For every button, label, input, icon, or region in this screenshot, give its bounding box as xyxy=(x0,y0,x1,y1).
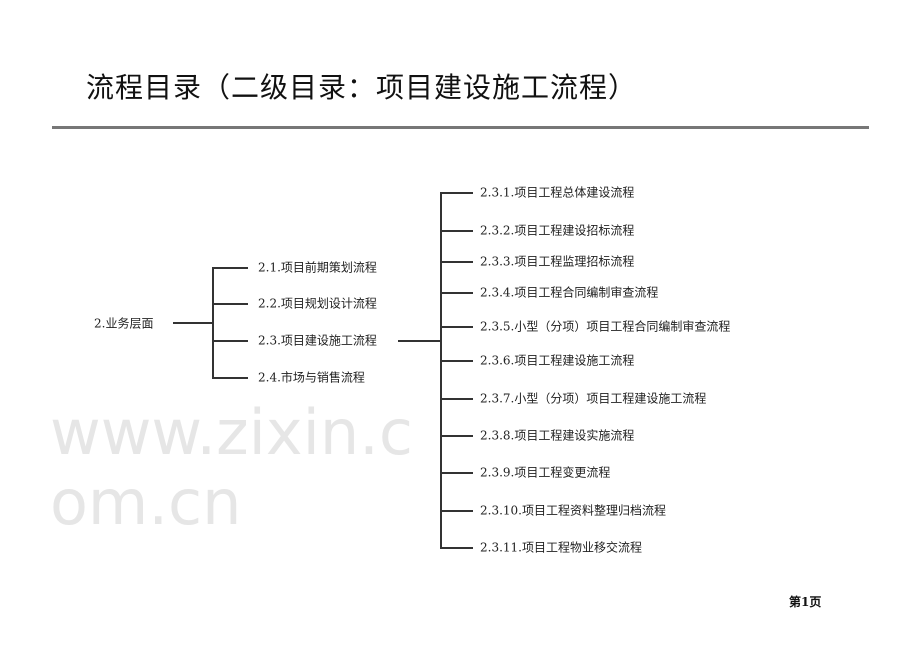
connector-line xyxy=(173,322,213,324)
tree-node-level3[interactable]: 2.3.5.小型（分项）项目工程合同编制审查流程 xyxy=(480,319,731,334)
connector-line xyxy=(212,267,248,269)
tree-node-level3[interactable]: 2.3.1.项目工程总体建设流程 xyxy=(480,185,635,200)
connector-line xyxy=(398,340,440,342)
tree-node-level3[interactable]: 2.3.7.小型（分项）项目工程建设施工流程 xyxy=(480,391,707,406)
tree-node-level2[interactable]: 2.4.市场与销售流程 xyxy=(258,370,365,385)
page-number: 第1页 xyxy=(789,595,822,609)
connector-line xyxy=(440,261,473,263)
connector-line xyxy=(212,267,214,378)
watermark: www.zixin.com.cn xyxy=(50,396,413,539)
connector-line xyxy=(440,326,473,328)
tree-node-level3[interactable]: 2.3.4.项目工程合同编制审查流程 xyxy=(480,285,659,300)
connector-line xyxy=(440,230,473,232)
tree-node-root[interactable]: 2.业务层面 xyxy=(94,316,154,331)
tree-node-level2[interactable]: 2.3.项目建设施工流程 xyxy=(258,333,377,348)
page-title: 流程目录（二级目录：项目建设施工流程） xyxy=(86,71,638,104)
connector-line xyxy=(440,435,473,437)
tree-node-level3[interactable]: 2.3.2.项目工程建设招标流程 xyxy=(480,223,635,238)
connector-line xyxy=(440,472,473,474)
connector-line xyxy=(440,398,473,400)
connector-line xyxy=(212,377,248,379)
tree-node-level2[interactable]: 2.1.项目前期策划流程 xyxy=(258,260,377,275)
connector-line xyxy=(440,360,473,362)
tree-node-level2[interactable]: 2.2.项目规划设计流程 xyxy=(258,296,377,311)
connector-line xyxy=(440,292,473,294)
tree-node-level3[interactable]: 2.3.11.项目工程物业移交流程 xyxy=(480,540,642,555)
connector-line xyxy=(440,547,473,549)
connector-line xyxy=(440,192,442,548)
tree-node-level3[interactable]: 2.3.10.项目工程资料整理归档流程 xyxy=(480,503,666,518)
tree-node-level3[interactable]: 2.3.9.项目工程变更流程 xyxy=(480,465,611,480)
tree-node-level3[interactable]: 2.3.6.项目工程建设施工流程 xyxy=(480,353,635,368)
tree-node-level3[interactable]: 2.3.3.项目工程监理招标流程 xyxy=(480,254,635,269)
connector-line xyxy=(440,192,473,194)
tree-node-level3[interactable]: 2.3.8.项目工程建设实施流程 xyxy=(480,428,635,443)
connector-line xyxy=(212,303,248,305)
connector-line xyxy=(440,510,473,512)
connector-line xyxy=(212,340,248,342)
title-divider xyxy=(52,126,869,129)
